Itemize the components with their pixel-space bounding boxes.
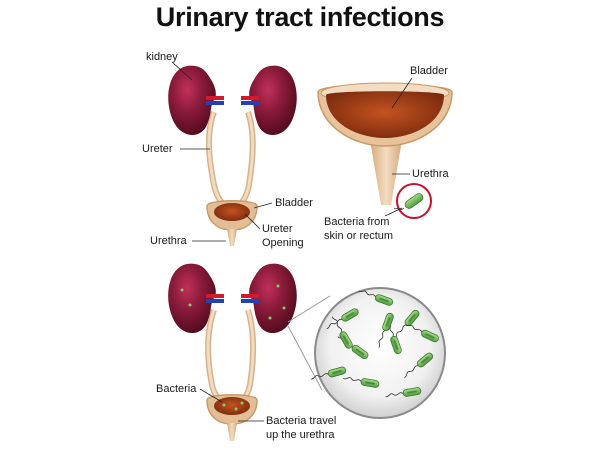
bacterium-core (407, 390, 417, 394)
bladder-bottom-content (214, 397, 250, 415)
label-bacteria: Bacteria (156, 383, 197, 395)
urethra-bottom (227, 423, 237, 441)
bacterium-magnified (343, 377, 380, 388)
bacterium-core (379, 297, 389, 303)
urinary-system-bottom (168, 263, 297, 441)
bladder-bacteria-dot (240, 401, 244, 405)
bacterium-core (355, 348, 365, 356)
kidney-bacteria-dot (188, 303, 192, 307)
bacterium-flagellum (378, 330, 386, 348)
leader-kidney (171, 61, 193, 81)
label-kidney: kidney (146, 51, 178, 63)
vessel-red-left-bottom (206, 294, 224, 298)
ureter-left-top (205, 110, 230, 211)
bacterium-flagellum (385, 392, 404, 398)
bacterium-flagellum (310, 373, 329, 380)
bacterium-magnified (405, 324, 439, 343)
bacterium-core (385, 317, 391, 327)
label-bladder-detail: Bladder (410, 65, 448, 77)
kidney-bacteria-dot (268, 316, 272, 320)
bacterium-flagellum (343, 377, 362, 382)
vessel-red-left-top (206, 96, 224, 100)
bacterium-flagellum (332, 316, 343, 333)
bacterium-core (345, 312, 355, 318)
bladder-bacteria-dot (234, 407, 238, 411)
bacterium-core (425, 333, 435, 339)
kidney-bacteria-dot (276, 284, 280, 288)
label-bacteria-source-2: skin or rectum (324, 230, 393, 242)
label-urethra-top: Urethra (150, 235, 188, 247)
bacterium-core (332, 369, 342, 375)
label-bacteria-travel-1: Bacteria travel (266, 415, 336, 427)
urethra-detail-tube (370, 140, 402, 205)
vessel-blue-right-bottom (241, 299, 259, 303)
bacterium-magnified (332, 316, 353, 349)
kidney-left-top (168, 65, 216, 136)
bacterium-flagellum (405, 324, 423, 333)
vessel-blue-left-top (206, 101, 224, 105)
zoom-line-bottom (287, 325, 323, 391)
bladder-detail (317, 82, 453, 205)
bacterium-core (420, 356, 430, 364)
vessel-blue-left-bottom (206, 299, 224, 303)
leader-bacteria-source (384, 207, 403, 217)
urethra-top (227, 229, 237, 246)
label-ureter-opening-2: Opening (262, 237, 304, 249)
kidney-bacteria-dot (282, 306, 286, 310)
bacteria-magnified-view (287, 287, 446, 419)
bladder-top-content (214, 203, 250, 221)
vessel-red-right-bottom (241, 294, 259, 298)
leader-bladder-detail (391, 77, 413, 109)
label-bladder-top: Bladder (275, 197, 313, 209)
bacterium-core (365, 381, 375, 385)
kidney-bacteria-dot (180, 288, 184, 292)
bacterium-core (408, 313, 416, 323)
magnifier-large-circle (314, 287, 446, 419)
label-urethra-detail: Urethra (412, 168, 450, 180)
leader-bacteria (199, 388, 223, 403)
bacterium-single (404, 193, 424, 209)
label-ureter: Ureter (142, 143, 173, 155)
flagellum-small (393, 207, 405, 210)
zoom-line-top (287, 295, 331, 323)
urinary-system-top (168, 65, 297, 246)
bacterium-magnified (310, 366, 347, 380)
label-bacteria-travel-2: up the urethra (266, 429, 335, 441)
bacterium-magnified (378, 312, 394, 348)
leader-bladder-top (253, 202, 273, 209)
kidney-left-bottom (168, 263, 216, 334)
bacterium-magnified (358, 290, 394, 306)
bacterium-core (343, 335, 349, 345)
kidney-right-bottom (249, 263, 297, 334)
bacterium-flagellum (404, 365, 419, 378)
page-title: Urinary tract infections (155, 2, 445, 32)
bacterium-flagellum (358, 290, 376, 298)
bacterium-flagellum (326, 318, 343, 329)
bacterium-magnified (326, 308, 359, 329)
bacterium-magnified (385, 387, 422, 398)
bacterium-magnified (404, 352, 434, 378)
leader-ureter-opening (244, 213, 261, 230)
label-bacteria-source-1: Bacteria from (324, 216, 389, 228)
bladder-detail-content (326, 91, 444, 138)
bacterium-magnifier (393, 183, 432, 219)
label-ureter-opening-1: Ureter (262, 223, 293, 235)
bladder-bacteria-dot (222, 403, 226, 407)
vessel-blue-right-top (241, 101, 259, 105)
bacterium-core (393, 340, 399, 350)
vessel-red-right-top (241, 96, 259, 100)
kidney-right-top (249, 65, 297, 136)
magnified-bacteria-group (310, 290, 439, 398)
